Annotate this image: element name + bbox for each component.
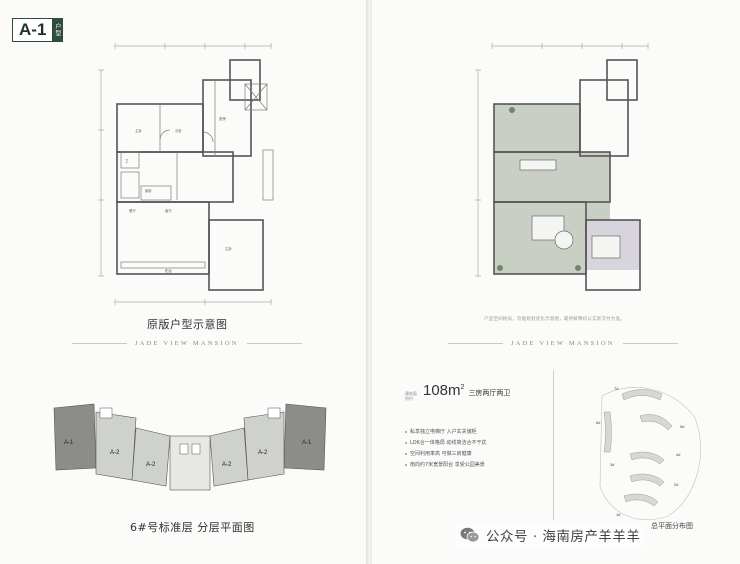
svg-text:客卧: 客卧 (145, 188, 152, 193)
svg-text:次卧: 次卧 (175, 128, 182, 133)
feature-item: 私享独立电梯厅 入户玄关储柜 (405, 426, 487, 437)
standard-floor-plan: A-1 A-2 A-2 A-2 A-2 A-1 (40, 388, 340, 508)
left-brand: JADE VIEW MANSION (135, 340, 239, 347)
unit-type-label: 户型 (52, 19, 63, 41)
wechat-watermark: 公众号 · 海南房产羊羊羊 (456, 523, 645, 547)
right-page: 户型空间格局，功能规划优化示意图，最终解释权以实际交付为准。 JADE VIEW… (372, 0, 740, 564)
wechat-icon (460, 527, 480, 543)
right-brand: JADE VIEW MANSION (511, 340, 615, 347)
original-floor-plan: 主卧次卧 厨房卫 客卧餐厅 客厅主卧 阳台 (95, 40, 275, 310)
unit-tag: A-1 户型 (12, 18, 64, 42)
svg-text:主卧: 主卧 (225, 246, 232, 251)
area-mini-label: 建筑面积约 (405, 391, 417, 401)
svg-text:餐厅: 餐厅 (129, 208, 136, 213)
area-block: 建筑面积约 108m2 三房两厅两卫 (405, 382, 510, 401)
left-brand-line: JADE VIEW MANSION (72, 340, 302, 347)
feature-item: 南向约7米宽景阳台 享受公园美景 (405, 459, 487, 470)
unit-code: A-1 (13, 19, 53, 41)
svg-text:阳台: 阳台 (165, 268, 172, 273)
optimized-floor-plan (472, 40, 652, 310)
site-building-label: 2# (674, 482, 679, 487)
floor-unit-label: A-2 (110, 450, 120, 456)
original-plan-caption: 原版户型示意图 (147, 318, 228, 331)
feature-item: LDK合一体格局 动线简洁合不干扰 (405, 437, 487, 448)
layout-type: 三房两厅两卫 (468, 389, 511, 397)
right-brand-line: JADE VIEW MANSION (448, 340, 678, 347)
floor-plan-caption: 6#号标准层 分层平面图 (130, 521, 255, 534)
plan-note: 户型空间格局，功能规划优化示意图，最终解释权以实际交付为准。 (484, 317, 625, 322)
watermark-text: 公众号 · 海南房产羊羊羊 (486, 529, 641, 545)
siteplan-caption: 总平面分布图 (651, 522, 693, 530)
floor-unit-label: A-2 (146, 462, 156, 468)
floor-unit-label: A-2 (258, 450, 268, 456)
area-value: 108m2 (423, 382, 465, 399)
svg-text:主卧: 主卧 (135, 128, 142, 133)
floor-unit-label: A-1 (64, 440, 74, 446)
divider-line (553, 370, 554, 520)
site-building-label: 6# (596, 420, 601, 425)
page-fold (366, 0, 374, 564)
svg-text:厨房: 厨房 (219, 116, 226, 121)
left-page: A-1 户型 (0, 0, 368, 564)
floor-unit-label: A-2 (222, 462, 232, 468)
site-building-label: 3# (610, 462, 615, 467)
site-building-label: 4# (676, 452, 681, 457)
site-building-label: 5# (680, 424, 685, 429)
floor-unit-label: A-1 (302, 440, 312, 446)
site-building-label: 1# (616, 512, 621, 517)
site-building-label: 7# (614, 386, 619, 391)
feature-list: 私享独立电梯厅 入户玄关储柜 LDK合一体格局 动线简洁合不干扰 空间利用率高 … (405, 426, 487, 470)
svg-text:客厅: 客厅 (165, 208, 172, 213)
site-plan: 7# 6# 5# 4# 3# 2# 1# (590, 376, 710, 526)
feature-item: 空间利用率高 可做三房健康 (405, 448, 487, 459)
svg-text:卫: 卫 (125, 159, 129, 163)
